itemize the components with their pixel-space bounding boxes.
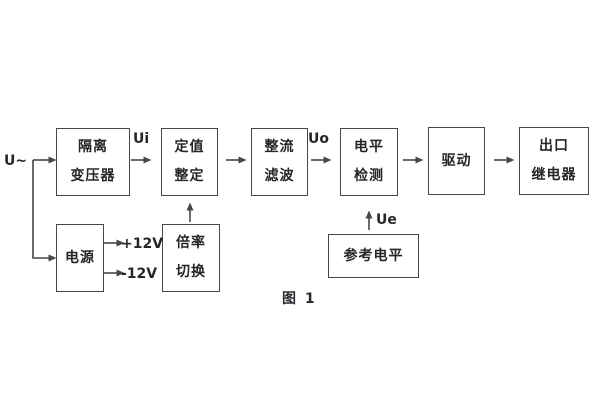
block-label-line: 倍率 — [176, 235, 206, 251]
block-label-line: 隔离 — [78, 139, 108, 155]
block-label-line: 定值 — [174, 139, 205, 155]
block-level-detection: 电平 检测 — [340, 128, 398, 196]
block-rectifier-filter: 整流 滤波 — [251, 128, 308, 196]
block-output-relay: 出口 继电器 — [519, 127, 589, 195]
block-label-line: 整流 — [264, 139, 295, 155]
signal-label-input: U~ — [4, 153, 28, 169]
block-setpoint-adjust: 定值 整定 — [161, 128, 218, 196]
block-reference-level: 参考电平 — [328, 234, 419, 278]
block-label-line: 整定 — [174, 168, 205, 184]
signal-label-plus12v: +12V — [121, 236, 164, 252]
block-drive: 驱动 — [428, 127, 485, 195]
block-power-supply: 电源 — [56, 224, 104, 292]
block-label-line: 切换 — [176, 264, 206, 280]
block-label-line: 驱动 — [441, 152, 472, 169]
block-label-line: 参考电平 — [343, 247, 404, 264]
arrow-input-to-power — [32, 160, 57, 262]
signal-label-ui: Ui — [133, 131, 150, 147]
block-label-line: 电平 — [354, 139, 384, 155]
block-label-line: 检测 — [354, 168, 384, 184]
block-label-line: 滤波 — [264, 168, 295, 184]
block-label-line: 变压器 — [70, 168, 116, 184]
block-label-line: 继电器 — [531, 167, 577, 183]
block-ratio-switch: 倍率 切换 — [162, 224, 220, 292]
signal-label-uo: Uo — [308, 131, 329, 147]
block-label-line: 出口 — [539, 138, 569, 154]
signal-label-minus12v: -12V — [121, 266, 158, 282]
figure-caption: 图 1 — [282, 291, 317, 307]
block-label-line: 电源 — [65, 249, 95, 266]
signal-label-ue: Ue — [376, 212, 397, 228]
block-isolation-transformer: 隔离 变压器 — [56, 128, 130, 196]
